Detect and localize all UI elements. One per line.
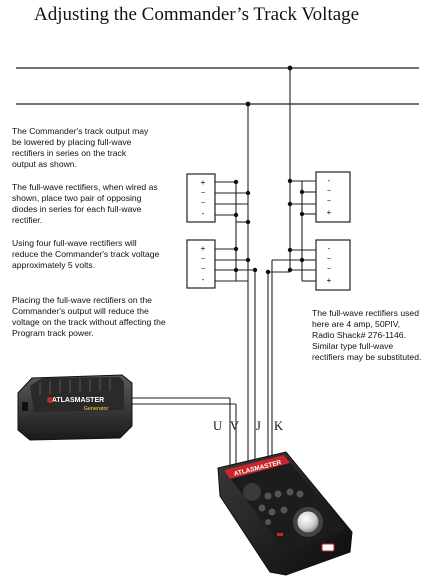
rectifier-pin-ac: ~ [327,198,331,205]
note-rectifier-spec: The full-wave rectifiers used here are 4… [312,308,422,362]
rectifier-right-upper: - ~ ~ + [315,171,351,223]
rectifier-pin-ac: ~ [327,256,331,263]
commander-badge [321,543,335,552]
track-bus [16,67,419,105]
right-stack-wiring [267,68,316,432]
wire-label-k: K [274,419,284,433]
junction-dots [233,65,305,275]
generator-logo [47,397,53,403]
note-track-output: The Commander's track output may be lowe… [12,126,149,169]
rectifier-pin-minus: - [328,176,331,185]
rectifier-pin-plus: + [201,178,206,187]
page-title: Adjusting the Commander’s Track Voltage [34,4,360,25]
generator-fins [39,378,111,395]
rectifier-pin-ac: ~ [201,190,205,197]
rectifier-pin-ac: ~ [201,200,205,207]
generator-unit: ATLASMASTER Generator [17,374,133,441]
generator-brand: ATLASMASTER [52,397,104,404]
rectifier-pin-minus: - [328,244,331,253]
wire-label-j: J [256,419,261,433]
note-program-track: Placing the full-wave rectifiers on the … [12,295,166,338]
rectifier-pin-plus: + [327,276,332,285]
rectifier-pin-ac: ~ [201,266,205,273]
rectifier-pin-ac: ~ [327,188,331,195]
note-diodes: The full-wave rectifiers, when wired as … [12,182,158,225]
commander-knob [296,510,320,534]
wire-label-u: U [213,419,223,433]
wire-label-v: V [230,419,240,433]
rectifier-pin-ac: ~ [201,256,205,263]
rectifier-pin-minus: - [202,209,205,218]
commander-buttons [258,488,304,525]
rectifier-left-upper: + ~ ~ - [186,173,216,223]
rectifier-pin-minus: - [202,275,205,284]
uv-wiring [132,397,273,468]
rectifier-pin-plus: + [327,208,332,217]
generator-model: Generator [84,406,109,412]
rectifier-left-lower: + ~ ~ - [186,239,216,289]
commander-unit: ATLASMASTER [217,451,353,576]
commander-display [243,483,261,501]
rectifier-right-lower: - ~ ~ + [315,239,351,291]
note-voltage-drop: Using four full-wave rectifiers will red… [12,238,160,270]
rectifier-pin-plus: + [201,244,206,253]
rectifier-pin-ac: ~ [327,266,331,273]
left-stack-wiring [215,104,256,432]
